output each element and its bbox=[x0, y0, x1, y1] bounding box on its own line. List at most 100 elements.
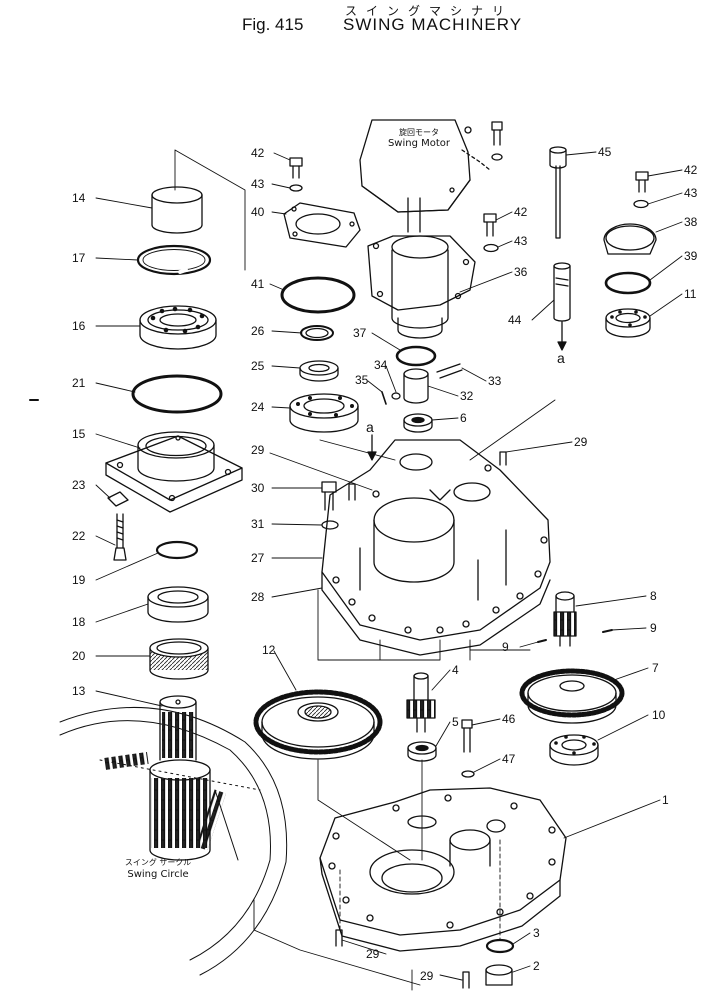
part-12-large-gear bbox=[256, 692, 380, 759]
part-30-bolt bbox=[322, 482, 336, 510]
part-9-pin-left bbox=[538, 640, 546, 642]
figure-title: SWING MACHINERY bbox=[343, 15, 523, 34]
callout-43-top: 43 bbox=[251, 177, 265, 191]
callout-14: 14 bbox=[72, 191, 86, 205]
callout-3: 3 bbox=[533, 926, 540, 940]
callout-28: 28 bbox=[251, 590, 265, 604]
callout-11: 11 bbox=[684, 287, 697, 301]
part-18-seal bbox=[148, 587, 208, 622]
callout-29-bottom-left: 29 bbox=[366, 947, 380, 961]
part-4-pinion bbox=[407, 673, 435, 732]
title-japanese: スイングマシナリ bbox=[345, 4, 514, 18]
callout-29-left: 29 bbox=[251, 443, 265, 457]
part-25-spacer bbox=[300, 361, 338, 381]
part-36-motor-case bbox=[368, 236, 475, 338]
part-26-snap-ring bbox=[301, 326, 333, 340]
callout-17: 17 bbox=[72, 251, 86, 265]
callout-9-right: 9 bbox=[650, 621, 657, 635]
callout-25: 25 bbox=[251, 359, 265, 373]
part-29-dowel-bottom-left bbox=[336, 930, 342, 946]
part-14-bushing bbox=[152, 187, 202, 233]
callout-42-case: 42 bbox=[514, 205, 528, 219]
part-21-o-ring bbox=[133, 376, 221, 412]
callout-8: 8 bbox=[650, 589, 657, 603]
callout-20: 20 bbox=[72, 649, 86, 663]
part-11-bearing bbox=[606, 309, 650, 337]
part-24-bearing bbox=[290, 394, 358, 432]
part-41-o-ring bbox=[282, 278, 354, 312]
part-23-shim bbox=[108, 492, 128, 506]
callout-18: 18 bbox=[72, 615, 86, 629]
part-1-lower-housing bbox=[320, 788, 566, 951]
callout-10: 10 bbox=[652, 708, 666, 722]
part-7-gear bbox=[522, 671, 622, 723]
callout-43-case: 43 bbox=[514, 234, 528, 248]
part-3-o-ring bbox=[487, 940, 513, 952]
callout-19: 19 bbox=[72, 573, 86, 587]
callout-30: 30 bbox=[251, 481, 265, 495]
part-46-bolt bbox=[462, 720, 472, 752]
callout-38: 38 bbox=[684, 215, 698, 229]
part-28-upper-housing bbox=[322, 440, 550, 655]
part-44-shaft bbox=[554, 263, 570, 321]
part-34-washer bbox=[392, 393, 400, 399]
callout-41: 41 bbox=[251, 277, 265, 291]
callout-9-left: 9 bbox=[502, 640, 509, 654]
part-20-needle-bearing bbox=[150, 639, 208, 679]
part-38-cover bbox=[604, 224, 656, 254]
part-19-o-ring bbox=[157, 542, 197, 558]
callout-21: 21 bbox=[72, 376, 86, 390]
swing-motor-label: Swing Motor bbox=[387, 138, 451, 149]
part-39-o-ring bbox=[606, 273, 650, 293]
part-9-pin-right bbox=[603, 630, 612, 632]
callout-42-right: 42 bbox=[684, 163, 698, 177]
callout-32: 32 bbox=[460, 389, 474, 403]
callout-12: 12 bbox=[262, 643, 276, 657]
callout-2: 2 bbox=[533, 959, 540, 973]
callout-46: 46 bbox=[502, 712, 516, 726]
part-35-pin bbox=[382, 392, 386, 404]
callout-43-right: 43 bbox=[684, 186, 698, 200]
callout-37: 37 bbox=[353, 326, 367, 340]
callout-13: 13 bbox=[72, 684, 86, 698]
callout-42-top: 42 bbox=[251, 146, 265, 160]
callout-31: 31 bbox=[251, 517, 265, 531]
part-43-washer-right bbox=[634, 201, 648, 208]
arrow-a-upper-label: a bbox=[557, 350, 565, 366]
part-13-pinion-shaft bbox=[150, 696, 210, 860]
callout-22: 22 bbox=[72, 529, 86, 543]
part-6-bearing bbox=[404, 414, 432, 432]
part-2-plug bbox=[486, 965, 512, 985]
part-42-bolt-right bbox=[636, 172, 648, 192]
callout-35: 35 bbox=[355, 373, 369, 387]
part-40-cover bbox=[284, 203, 360, 247]
callout-24: 24 bbox=[251, 400, 265, 414]
part-33-pin bbox=[437, 364, 462, 378]
part-32-sleeve bbox=[404, 369, 428, 403]
callout-33: 33 bbox=[488, 374, 502, 388]
arrow-a-lower-label: a bbox=[366, 419, 374, 435]
part-15-flange-housing bbox=[106, 432, 242, 512]
callout-15: 15 bbox=[72, 427, 86, 441]
callout-29-right: 29 bbox=[574, 435, 588, 449]
part-37-o-ring bbox=[397, 347, 435, 365]
callout-39: 39 bbox=[684, 249, 698, 263]
swing-circle-label: Swing Circle bbox=[127, 869, 189, 880]
arrow-a-upper bbox=[558, 322, 566, 350]
callout-26: 26 bbox=[251, 324, 265, 338]
part-22-bolt bbox=[114, 514, 126, 560]
assembly-guide-lines bbox=[175, 150, 555, 990]
figure-number: Fig. 415 bbox=[242, 15, 304, 34]
part-42-bolt-case bbox=[484, 214, 496, 236]
part-43-washer-top bbox=[290, 185, 302, 191]
swing-circle-label-jp: スイング サークル bbox=[124, 858, 192, 867]
leader-lines bbox=[96, 152, 682, 980]
callout-34: 34 bbox=[374, 358, 388, 372]
part-47-washer bbox=[462, 771, 474, 777]
part-42-bolt-top bbox=[290, 158, 302, 178]
callout-6: 6 bbox=[460, 411, 467, 425]
callout-40: 40 bbox=[251, 205, 265, 219]
part-17-snap-ring bbox=[138, 246, 210, 274]
